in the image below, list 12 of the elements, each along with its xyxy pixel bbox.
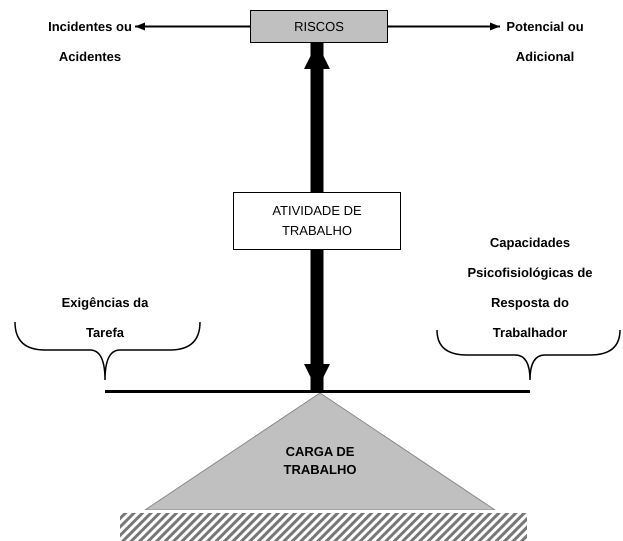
balance-beam bbox=[105, 390, 530, 393]
process-box: ATIVIDADE DE TRABALHO bbox=[233, 192, 401, 250]
text-label: Potencial ou Adicional bbox=[500, 12, 590, 102]
text-label: Exigências da Tarefa bbox=[60, 294, 150, 342]
arrow bbox=[135, 22, 250, 30]
process-box: RISCOS bbox=[250, 10, 388, 43]
text-label: Incidentes ou Acidentes bbox=[45, 12, 135, 102]
text-label: Capacidades Psicofisiológicas de Resposta do Trabalhador bbox=[466, 234, 594, 342]
arrow bbox=[304, 250, 330, 390]
arrow bbox=[388, 22, 500, 30]
arrow bbox=[304, 43, 330, 192]
triangle-label: CARGA DE TRABALHO bbox=[282, 443, 358, 479]
